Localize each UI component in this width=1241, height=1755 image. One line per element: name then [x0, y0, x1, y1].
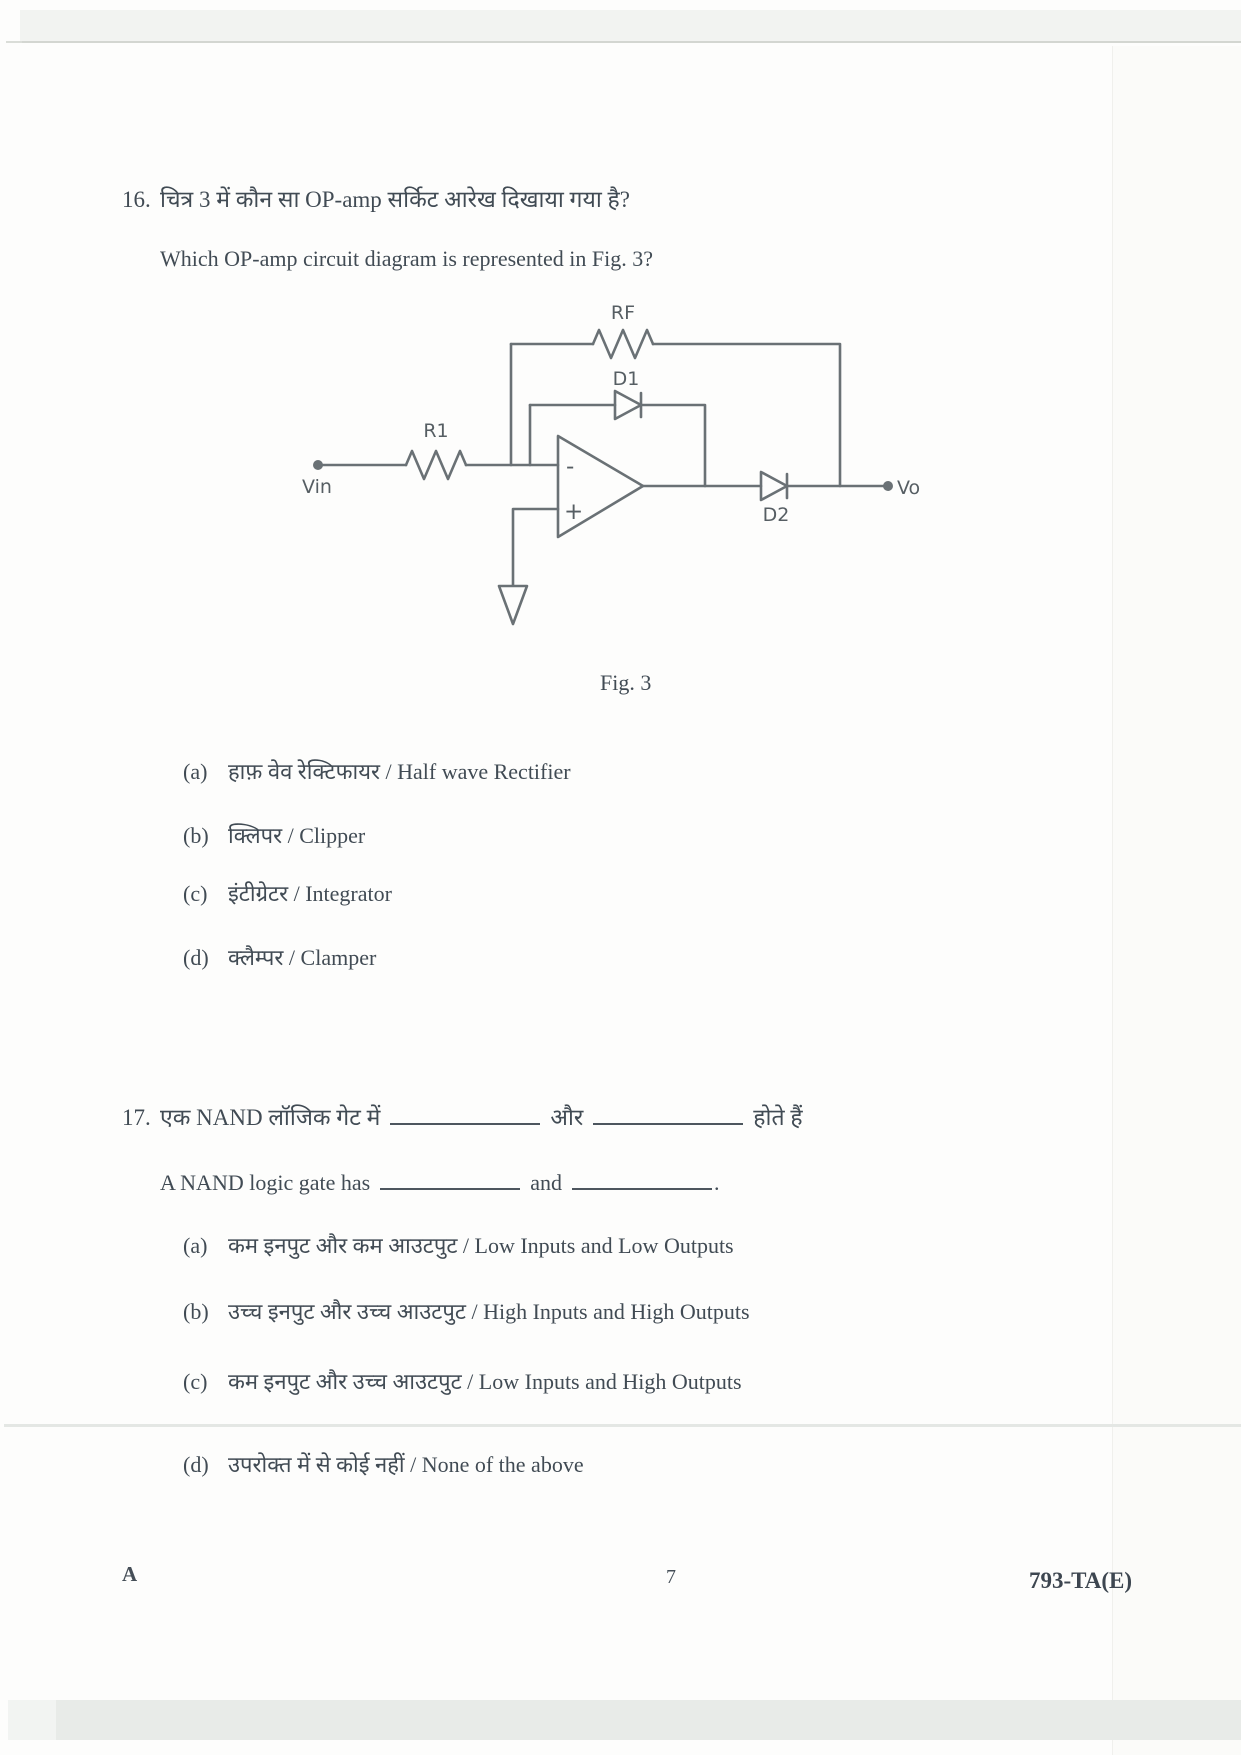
option-text: उपरोक्त में से कोई नहीं / None of the ab… [228, 1452, 584, 1477]
scan-artifact-right-strip [1112, 46, 1241, 1755]
resistor-r1 [404, 449, 468, 481]
d1-label: D1 [613, 368, 640, 390]
question-17-option-c: (c) कम इनपुट और उच्च आउटपुट / Low Inputs … [183, 1367, 742, 1397]
question-17-option-a: (a) कम इनपुट और कम आउटपुट / Low Inputs an… [183, 1231, 734, 1261]
option-text: कम इनपुट और उच्च आउटपुट / Low Inputs and… [228, 1369, 742, 1394]
question-17-option-d: (d) उपरोक्त में से कोई नहीं / None of the… [183, 1450, 584, 1480]
resistor-rf [591, 328, 655, 360]
option-letter: (d) [183, 945, 209, 970]
question-16-option-c: (c) इंटीग्रेटर / Integrator [183, 879, 392, 909]
question-17-english-middle: and [530, 1170, 562, 1195]
option-letter: (d) [183, 1452, 209, 1477]
figure-3-caption: Fig. 3 [600, 670, 652, 695]
d1-wire-right [639, 403, 707, 488]
vout-terminal [883, 481, 893, 491]
rf-top-wire-right [651, 342, 842, 488]
blank-line [571, 1169, 712, 1190]
option-letter: (c) [183, 881, 208, 906]
scan-artifact-bottom-band-light [8, 1700, 56, 1740]
option-letter: (b) [183, 1299, 209, 1324]
question-16-number: 16. [122, 187, 151, 212]
option-text: क्लैम्पर / Clamper [228, 945, 377, 970]
option-text: क्लिपर / Clipper [228, 823, 366, 848]
opamp-circuit-figure: - + Vin R1 RF D1 D2 Vo [302, 302, 920, 626]
blank-line [390, 1103, 541, 1125]
question-17-hindi-before: एक NAND लॉजिक गेट में [160, 1105, 381, 1130]
question-17-number: 17. [122, 1105, 151, 1130]
blank-line [380, 1169, 521, 1190]
scan-artifact-bottom-band [8, 1700, 1241, 1740]
vin-terminal [313, 460, 323, 470]
r1-label: R1 [423, 420, 448, 442]
option-text: इंटीग्रेटर / Integrator [228, 881, 392, 906]
opamp-triangle [556, 434, 645, 539]
question-17-english-after: . [713, 1170, 720, 1195]
question-17-line-hindi: 17. एक NAND लॉजिक गेट में और होते हैं [122, 1102, 803, 1133]
vout-label: Vo [897, 477, 920, 499]
page-number: 7 [666, 1566, 676, 1588]
question-17-option-b: (b) उच्च इनपुट और उच्च आउटपुट / High Inpu… [183, 1297, 750, 1327]
option-letter: (a) [183, 1233, 208, 1258]
set-code: A [122, 1562, 138, 1586]
ground-wire [511, 507, 560, 587]
option-text: उच्च इनपुट और उच्च आउटपुट / High Inputs … [228, 1299, 750, 1324]
diode-d1 [613, 389, 643, 421]
question-17-hindi-after: होते हैं [753, 1105, 803, 1130]
question-16-line-hindi: 16. चित्र 3 में कौन सा OP-amp सर्किट आरेख… [122, 184, 630, 215]
question-16-text-english: Which OP-amp circuit diagram is represen… [160, 246, 654, 271]
question-16-option-b: (b) क्लिपर / Clipper [183, 821, 365, 851]
vin-label: Vin [302, 476, 332, 498]
option-letter: (a) [183, 759, 208, 784]
d2-label: D2 [763, 504, 790, 526]
diode-d2 [759, 470, 789, 502]
question-17-hindi-middle: और [550, 1105, 584, 1130]
scan-artifact-top-band [20, 10, 1241, 43]
question-17-line-english: A NAND logic gate has and. [160, 1168, 719, 1198]
option-text: कम इनपुट और कम आउटपुट / Low Inputs and L… [228, 1233, 734, 1258]
question-16-option-a: (a) हाफ़ वेव रेक्टिफायर / Half wave Recti… [183, 757, 571, 787]
paper-code: 793-TA(E) [1028, 1568, 1132, 1593]
opamp-inverting-input-sign: - [566, 454, 574, 480]
blank-line [593, 1103, 744, 1125]
option-text: हाफ़ वेव रेक्टिफायर / Half wave Rectifie… [228, 759, 571, 784]
question-16-text-hindi: चित्र 3 में कौन सा OP-amp सर्किट आरेख दि… [160, 187, 630, 212]
scan-artifact-mid-line [4, 1424, 1241, 1427]
question-17-english-before: A NAND logic gate has [160, 1170, 371, 1195]
ground-symbol [497, 584, 529, 626]
opamp-noninverting-input-sign: + [564, 499, 583, 525]
question-16-option-d: (d) क्लैम्पर / Clamper [183, 943, 376, 973]
rf-label: RF [611, 302, 635, 324]
option-letter: (b) [183, 823, 209, 848]
scan-artifact-top-line [6, 41, 22, 43]
option-letter: (c) [183, 1369, 208, 1394]
